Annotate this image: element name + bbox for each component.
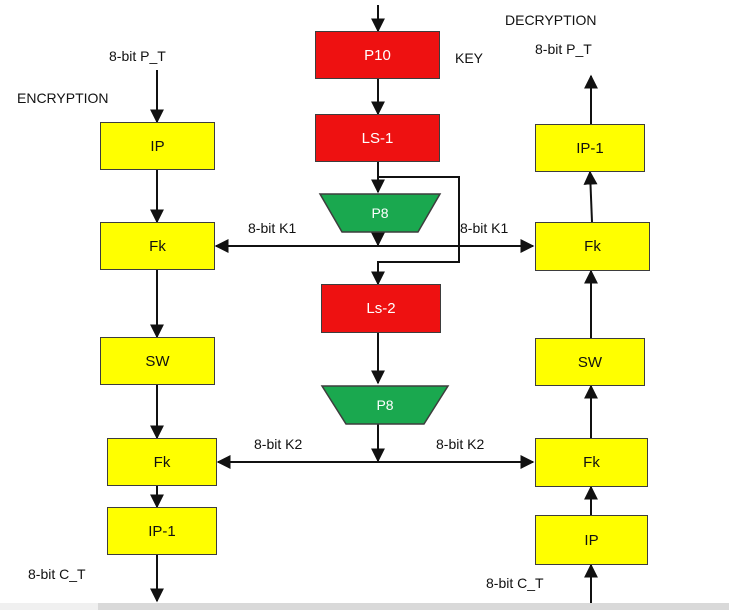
dec-fk2-box: Fk [535,438,648,487]
enc-ipinv-label: IP-1 [148,522,176,540]
dec-input-label: 8-bit C_T [486,575,544,591]
dec-fk1-box: Fk [535,222,650,271]
ls1-to-ls2-arrow [371,176,460,286]
enc-ipinv-box: IP-1 [107,507,217,555]
decryption-title: DECRYPTION [505,12,597,28]
enc-output-label: 8-bit C_T [28,566,86,582]
enc-fk2-label: Fk [153,453,171,471]
dec-fk2-label: Fk [583,454,600,471]
p8-top-trapezoid [318,193,442,233]
dec-fk1-label: Fk [584,238,601,255]
ls1-box: LS-1 [315,114,440,162]
dec-ipinv-box: IP-1 [535,124,645,172]
ls1-label: LS-1 [361,129,394,147]
p10-label: P10 [364,46,391,64]
p8-bottom-trapezoid [320,385,450,425]
k1-right-label: 8-bit K1 [460,220,509,236]
p8-bottom-label: P8 [376,397,394,413]
k1-left-label: 8-bit K1 [248,220,297,236]
p8-top-label: P8 [371,205,389,221]
bottom-strip [0,603,729,610]
bottom-strip-left [0,603,98,610]
enc-ip-box: IP [100,122,215,170]
dec-output-label: 8-bit P_T [535,41,592,57]
dec-sw-label: SW [577,353,603,371]
enc-sw-box: SW [100,337,215,385]
dec-fk-to-ipinv-arrow [583,170,598,223]
encryption-title: ENCRYPTION [17,90,109,106]
dec-ipinv-label: IP-1 [576,139,604,157]
dec-ip-box: IP [535,515,648,565]
ls2-label: Ls-2 [366,300,396,317]
dec-ip-label: IP [584,531,599,549]
enc-sw-label: SW [145,352,170,370]
key-label: KEY [455,50,484,66]
k2-left-label: 8-bit K2 [254,436,303,452]
ls2-box: Ls-2 [321,284,441,333]
enc-input-label: 8-bit P_T [109,48,166,64]
p10-box: P10 [315,31,440,79]
enc-fk2-box: Fk [107,438,217,486]
enc-ip-label: IP [150,137,165,155]
k2-right-label: 8-bit K2 [436,436,485,452]
enc-fk1-label: Fk [149,237,166,255]
enc-fk1-box: Fk [100,222,215,270]
dec-sw-box: SW [535,338,645,386]
